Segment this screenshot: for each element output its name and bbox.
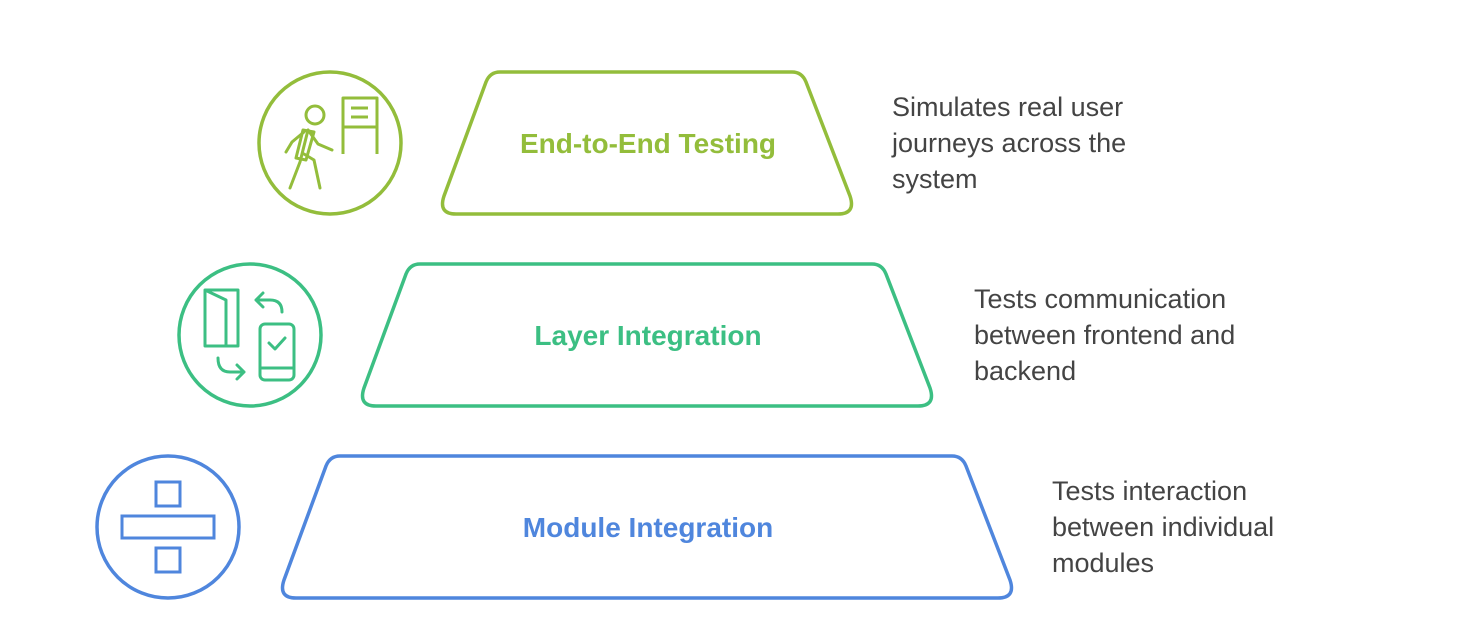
tier-module-integration: Module Integration [95,454,1014,600]
description-line: Tests interaction [1052,476,1248,506]
tier-end-to-end: End-to-End Testing [257,70,854,216]
description-line: between individual [1052,512,1275,542]
description-line: journeys across the [892,128,1127,158]
tier-module-integration-description: Tests interaction between individual mod… [1052,473,1412,581]
tier-module-integration-trapezoid [280,454,1014,600]
tier-layer-integration: Layer Integration [177,262,934,408]
tier-layer-integration-trapezoid [360,262,934,408]
person-walking-through-gate-icon [257,70,403,216]
tier-module-integration-label: Module Integration [523,512,773,543]
tier-end-to-end-description: Simulates real user journeys across the … [892,89,1252,197]
tier-layer-integration-description: Tests communication between frontend and… [974,281,1334,389]
description-line: modules [1052,548,1155,578]
description-line: system [892,164,978,194]
description-line: Tests communication [974,284,1227,314]
tier-layer-integration-label: Layer Integration [534,320,761,351]
tier-end-to-end-trapezoid [440,70,854,216]
description-line: Simulates real user [892,92,1124,122]
description-line: between frontend and [974,320,1236,350]
door-and-mobile-exchange-icon [177,262,323,408]
description-line: backend [974,356,1077,386]
tier-end-to-end-label: End-to-End Testing [520,128,776,159]
stacked-modules-icon [95,454,241,600]
